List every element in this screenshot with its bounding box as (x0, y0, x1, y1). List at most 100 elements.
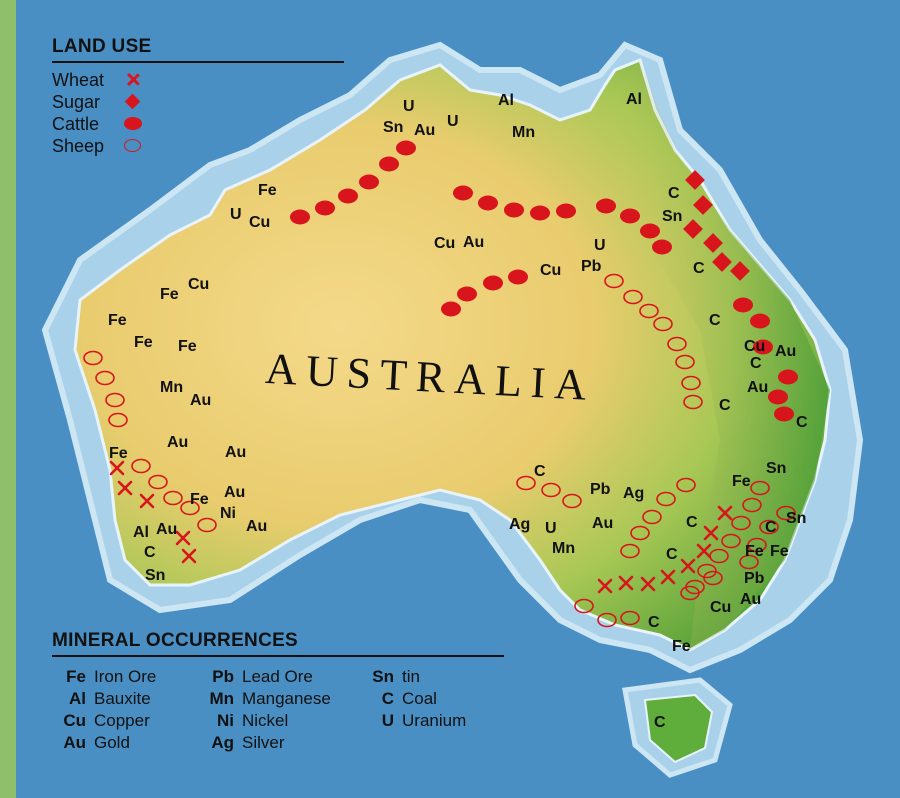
mineral-label: Cu (188, 276, 209, 293)
mineral-label: Cu (744, 338, 765, 355)
mineral-symbol: Al (69, 689, 86, 708)
sheep-ring (697, 563, 717, 579)
sheep-ring (604, 273, 624, 289)
wheat-x (660, 569, 676, 585)
mineral-symbol: Au (63, 733, 86, 752)
sheep-ring (541, 482, 561, 498)
cattle-dot (778, 369, 798, 385)
mineral-name: Copper (94, 711, 150, 730)
legend-label: Cattle (52, 113, 100, 134)
legend-label: Sheep (52, 135, 105, 156)
tasmania (643, 693, 714, 764)
wheat-x (175, 530, 191, 546)
mineral-label: Au (225, 444, 246, 461)
east-green-tint (600, 60, 830, 650)
mineral-label: Fe (108, 312, 127, 329)
hollow-dot-icon (124, 137, 142, 155)
sugar-diamond (712, 252, 732, 272)
mineral-label: Au (463, 234, 484, 251)
sheep-ring (630, 525, 650, 541)
mineral-symbol: Mn (209, 689, 234, 708)
mineral-label: C (765, 519, 777, 536)
mineral-label: Ag (509, 516, 530, 533)
sheep-ring (776, 505, 796, 521)
sheep-ring (148, 474, 168, 490)
sheep-ring (676, 477, 696, 493)
sheep-ring (656, 491, 676, 507)
mineral-label: Mn (512, 124, 535, 141)
mineral-label: Al (626, 91, 642, 108)
cattle-dot (290, 209, 310, 225)
mineral-label: C (750, 355, 762, 372)
mineral-symbol: Ag (211, 733, 234, 752)
mineral-label: C (719, 397, 731, 414)
mineral-label: C (534, 463, 546, 480)
mineral-symbol: Pb (212, 667, 234, 686)
wheat-x (717, 505, 733, 521)
cattle-dot (768, 389, 788, 405)
legend-row-sugar: Sugar (52, 91, 344, 113)
cattle-dot (556, 203, 576, 219)
legend-row-wheat: Wheat (52, 69, 344, 91)
land-use-legend: LAND USE Wheat Sugar Cattle Sheep (52, 36, 344, 157)
legend-row-sheep: Sheep (52, 135, 344, 157)
sheep-ring (653, 316, 673, 332)
mineral-label: Cu (540, 262, 561, 279)
sheep-ring (750, 480, 770, 496)
wheat-x (640, 576, 656, 592)
sheep-ring (642, 509, 662, 525)
mineral-name: Lead Ore (242, 667, 313, 686)
cattle-dot (504, 202, 524, 218)
sheep-ring (197, 517, 217, 533)
sugar-diamond (730, 261, 750, 281)
land-use-symbols (83, 140, 798, 628)
mineral-legend: MINERAL OCCURRENCES Fe Iron Ore Pb Lead … (52, 630, 504, 753)
mineral-label: Mn (552, 540, 575, 557)
wheat-x (181, 548, 197, 564)
mineral-label: Fe (732, 473, 751, 490)
sheep-ring (703, 570, 723, 586)
mineral-label: U (230, 206, 242, 223)
cattle-dot (441, 301, 461, 317)
sheep-ring (83, 350, 103, 366)
mineral-label: Al (498, 92, 514, 109)
mineral-label: C (654, 714, 666, 731)
sheep-ring (108, 412, 128, 428)
sheep-ring (721, 533, 741, 549)
mineral-symbol: C (381, 689, 394, 708)
sheep-ring (680, 585, 700, 601)
sheep-ring (675, 354, 695, 370)
cattle-dot (530, 205, 550, 221)
mineral-label: Au (156, 521, 177, 538)
sheep-ring (163, 490, 183, 506)
mineral-label: U (594, 237, 606, 254)
sheep-ring (562, 493, 582, 509)
legend-divider (52, 655, 504, 657)
wheat-x (139, 493, 155, 509)
mineral-label: C (668, 185, 680, 202)
legend-divider (52, 61, 344, 63)
sheep-ring (639, 303, 659, 319)
mineral-label: Cu (434, 235, 455, 252)
legend-label: Wheat (52, 69, 105, 90)
mineral-label: Au (775, 343, 796, 360)
mineral-label: Pb (744, 570, 765, 587)
mineral-label: Sn (766, 460, 786, 477)
cattle-dot (620, 208, 640, 224)
wheat-x (109, 460, 125, 476)
mineral-label: C (709, 312, 721, 329)
mineral-name: Coal (402, 689, 437, 708)
mineral-label: Ni (220, 505, 236, 522)
mineral-label: Ag (623, 485, 644, 502)
sheep-ring (667, 336, 687, 352)
mineral-name: Iron Ore (94, 667, 157, 686)
wheat-x (696, 543, 712, 559)
mineral-label: Al (133, 524, 149, 541)
sheep-ring (747, 537, 767, 553)
sheep-ring (731, 515, 751, 531)
wheat-x (618, 575, 634, 591)
cattle-dot (640, 223, 660, 239)
mineral-name: Nickel (242, 711, 289, 730)
